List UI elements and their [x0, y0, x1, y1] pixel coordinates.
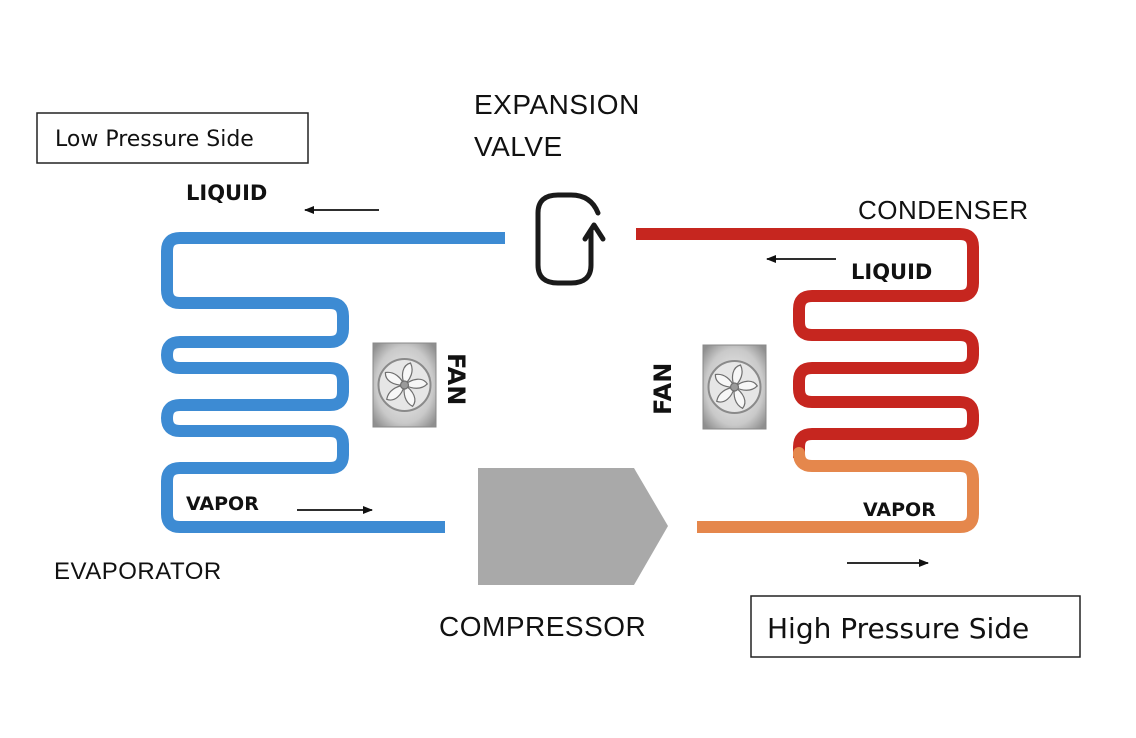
vapor-label-right: VAPOR [863, 499, 936, 521]
compressor: COMPRESSOR [439, 468, 668, 642]
expansion-valve-label-line1: EXPANSION [474, 89, 640, 120]
expansion-valve-label-line2: VALVE [474, 131, 563, 162]
condenser-vapor-line [697, 447, 979, 533]
vapor-label-left: VAPOR [186, 493, 259, 515]
evaporator-coil [161, 232, 505, 533]
fan-icon [372, 342, 437, 428]
condenser-label: CONDENSER [858, 195, 1029, 225]
condenser-fan: FAN [649, 344, 767, 430]
high-pressure-side-box: High Pressure Side [750, 595, 1081, 658]
condenser-coil [636, 228, 979, 458]
fan-label-left: FAN [442, 353, 470, 405]
high-pressure-side-label: High Pressure Side [767, 612, 1029, 645]
liquid-label-right: LIQUID [851, 260, 932, 284]
low-pressure-side-label: Low Pressure Side [55, 127, 254, 152]
low-pressure-side-box: Low Pressure Side [36, 112, 309, 164]
fan-label-right: FAN [649, 363, 677, 415]
expansion-valve: EXPANSION VALVE [474, 89, 640, 286]
evaporator-label: EVAPORATOR [54, 558, 222, 585]
liquid-label-left: LIQUID [186, 181, 267, 205]
compressor-label: COMPRESSOR [439, 611, 646, 642]
loop-arrow-icon [535, 192, 601, 286]
evaporator-fan: FAN [372, 342, 470, 428]
fan-icon [702, 344, 767, 430]
